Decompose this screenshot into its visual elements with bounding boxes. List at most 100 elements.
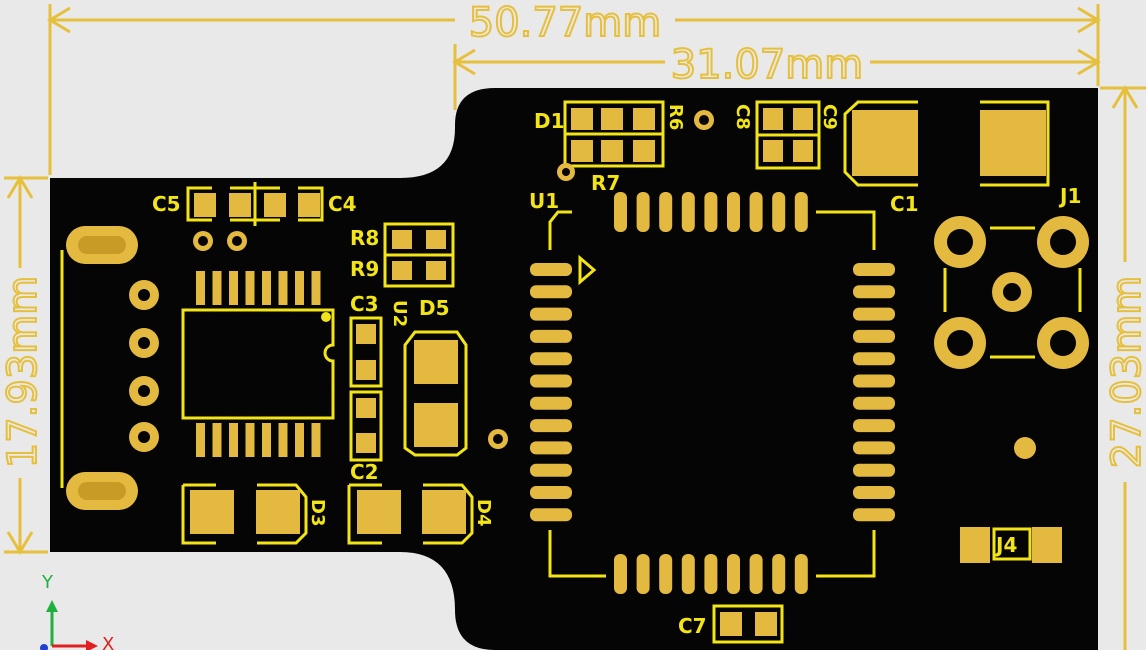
u1-pin	[530, 263, 572, 276]
u1-pin	[530, 329, 572, 343]
u1-pin	[636, 192, 650, 232]
d5-footprint	[403, 330, 468, 457]
u1-pin	[853, 486, 895, 499]
d1-r7-footprint	[557, 100, 714, 181]
u1-pin	[853, 352, 895, 366]
c5-c4-footprint	[186, 182, 324, 251]
label-c3: C3	[350, 292, 379, 316]
label-c8: C8	[732, 104, 753, 130]
u1-pin	[530, 352, 572, 366]
u1-pin	[853, 285, 895, 299]
u1-pin	[772, 192, 786, 232]
u1-pin	[530, 508, 572, 522]
axis-y-label: Y	[41, 572, 54, 593]
u2-pin	[196, 423, 205, 457]
axis-triad: Y X	[40, 572, 114, 650]
u1-pin	[530, 396, 572, 410]
u1-pin	[530, 307, 572, 321]
u1-pin	[636, 554, 650, 594]
u1-pin	[530, 486, 572, 499]
u1-pin	[727, 554, 740, 594]
label-c4: C4	[328, 192, 357, 216]
u1-pin	[530, 419, 572, 433]
u2-pin	[245, 271, 255, 305]
u1-pin	[853, 508, 895, 522]
usb-connector	[60, 226, 159, 510]
u1-pin	[853, 419, 895, 433]
u2-pin	[229, 423, 238, 457]
u1-pin	[659, 192, 673, 232]
u1-pin	[704, 554, 718, 594]
u1-pin	[749, 554, 763, 594]
u2-pin	[229, 271, 238, 305]
u1-pin	[530, 463, 572, 477]
d3-d4-footprint	[181, 483, 474, 545]
u1-chip	[530, 192, 895, 594]
label-r8: R8	[350, 226, 379, 250]
dim-left-height: 17.93mm	[0, 276, 46, 468]
u2-pin	[196, 271, 205, 305]
c3-c2-footprint	[349, 316, 383, 462]
dim-overall-width: 50.77mm	[469, 0, 661, 46]
u2-pin	[295, 271, 304, 305]
dim-main-width: 31.07mm	[671, 42, 863, 88]
u2-pin	[212, 423, 222, 457]
label-r7: R7	[591, 171, 620, 195]
u1-pin	[853, 441, 895, 455]
u1-pin	[853, 463, 895, 477]
label-c9: C9	[819, 104, 840, 130]
label-r6: R6	[665, 104, 686, 130]
u1-pin	[853, 374, 895, 388]
label-r9: R9	[350, 257, 379, 281]
u2-chip	[181, 271, 335, 457]
label-j1: J1	[1058, 184, 1081, 208]
u2-pin	[212, 271, 222, 305]
label-d3: D3	[307, 499, 328, 526]
u2-pin	[278, 423, 288, 457]
u2-pin	[262, 423, 271, 457]
u1-pin	[853, 263, 895, 276]
u1-pin	[614, 554, 627, 594]
u1-pin	[772, 554, 786, 594]
label-d4: D4	[473, 499, 494, 526]
u2-pin	[311, 271, 321, 305]
label-d1: D1	[534, 109, 565, 133]
u1-pin	[614, 192, 627, 232]
label-d5: D5	[419, 296, 450, 320]
pcb-board	[50, 88, 1098, 650]
u2-pin	[295, 423, 304, 457]
u1-pin	[659, 554, 673, 594]
label-c7: C7	[678, 614, 707, 638]
u1-pin	[530, 285, 572, 299]
u1-pin	[853, 329, 895, 343]
c8-c9-footprint	[755, 100, 821, 170]
label-j4: J4	[994, 533, 1017, 557]
u1-pin	[704, 192, 718, 232]
axis-x-label: X	[102, 634, 114, 650]
u2-pin	[311, 423, 321, 457]
label-c1: C1	[890, 192, 919, 216]
u1-pin	[727, 192, 740, 232]
u1-pin	[749, 192, 763, 232]
u1-pin	[794, 554, 808, 594]
u1-pin	[530, 374, 572, 388]
j1-footprint	[934, 216, 1089, 459]
u1-pin	[681, 554, 695, 594]
j4-footprint	[960, 527, 1062, 563]
u2-pin	[245, 423, 255, 457]
c1-footprint	[843, 100, 1050, 187]
u1-pin	[853, 396, 895, 410]
u2-pin	[278, 271, 288, 305]
label-u1: U1	[529, 189, 559, 213]
label-c5: C5	[152, 192, 181, 216]
label-c2: C2	[350, 460, 379, 484]
label-u2: U2	[389, 300, 410, 327]
u2-pin	[262, 271, 271, 305]
u1-pin	[794, 192, 808, 232]
u1-pin	[681, 192, 695, 232]
dimension-labels: 50.77mm 31.07mm 17.93mm 27.03mm	[0, 0, 1146, 470]
u1-pin	[530, 441, 572, 455]
dim-right-height: 27.03mm	[1104, 276, 1146, 468]
